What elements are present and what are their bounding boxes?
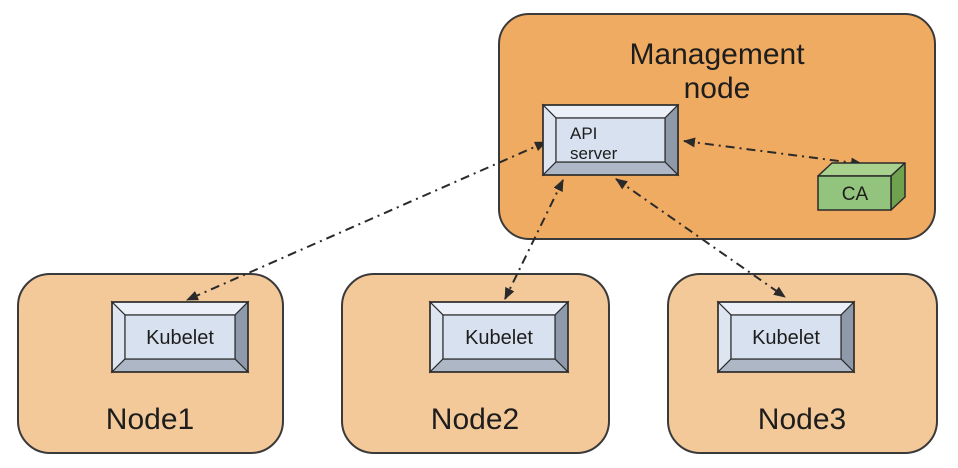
ca-box: CA — [817, 162, 906, 211]
kubelet-node3-face — [730, 314, 842, 360]
api-server-label-line2: server — [570, 144, 618, 163]
management-node-title-line1: Management — [629, 38, 805, 71]
node2-label: Node2 — [431, 403, 519, 436]
ca-label: CA — [842, 184, 869, 205]
kubelet-node2-label: Kubelet — [465, 327, 533, 349]
kubelet-node3-label: Kubelet — [752, 327, 820, 349]
kubelet-node1-box: Kubelet — [110, 300, 250, 374]
arrow-apiserver-ca — [683, 137, 863, 168]
management-node-title-line2: node — [684, 72, 751, 105]
api-server-box: API server — [541, 103, 680, 177]
kubelet-node1-face — [124, 314, 236, 360]
api-server-face — [555, 117, 666, 163]
ca-front-face — [817, 175, 892, 211]
connections — [186, 137, 863, 301]
arrow-apiserver-kubelet3 — [615, 178, 786, 298]
arrow-apiserver-kubelet2 — [504, 179, 564, 300]
kubelet-node1-label: Kubelet — [146, 327, 214, 349]
kubelet-node2-box: Kubelet — [428, 300, 570, 374]
ca-top-face — [817, 162, 906, 177]
arrow-apiserver-kubelet1 — [186, 141, 547, 301]
node1-label: Node1 — [106, 403, 194, 436]
kubelet-node2-face — [442, 314, 556, 360]
node3-label: Node3 — [758, 403, 846, 436]
kubelet-node3-box: Kubelet — [716, 300, 856, 374]
api-server-label-line1: API — [570, 124, 597, 143]
